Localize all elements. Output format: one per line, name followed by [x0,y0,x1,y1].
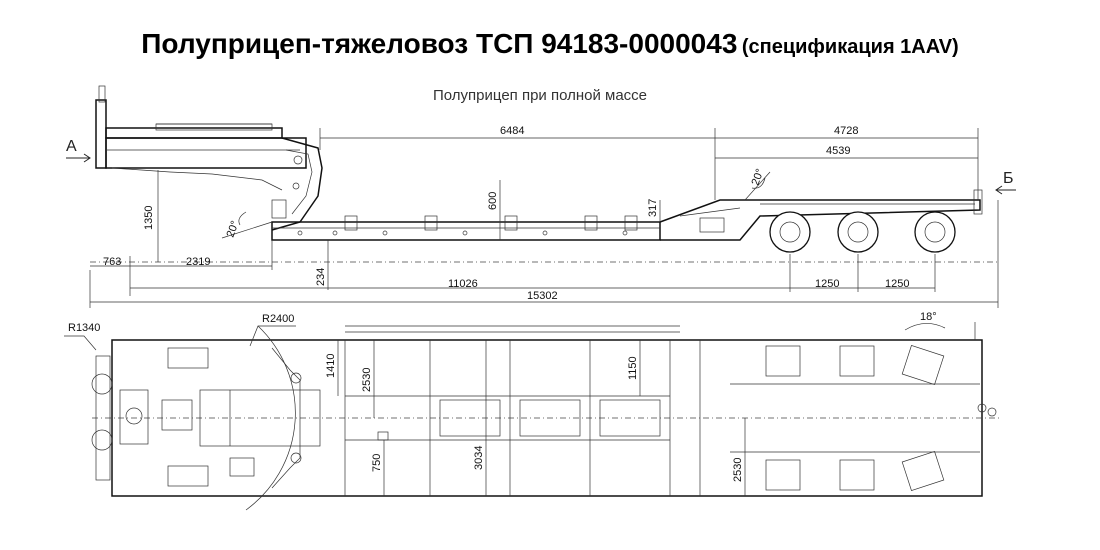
side-view-caption: Полуприцеп при полной массе [433,87,647,104]
dim-4728: 4728 [834,125,858,137]
view-b-arrow [995,185,1016,195]
wheel-1 [769,211,811,253]
gooseneck-post [95,99,107,169]
angle-18: 18° [920,311,937,323]
dim-15302: 15302 [527,290,558,302]
gooseneck-top [91,347,321,489]
dim-r2400: R2400 [262,313,294,325]
angle-20-rear: 20° [750,167,767,187]
dim-2530-a: 2530 [361,368,373,392]
dim-763: 763 [103,256,121,268]
dim-1350: 1350 [143,206,155,230]
dim-r1340: R1340 [68,322,100,334]
side-view: Полуприцеп при полной массе А Б [66,85,1016,308]
dim-2319: 2319 [186,256,210,268]
dim-1150: 1150 [627,356,639,380]
angle-20-front: 20° [225,219,242,239]
dim-2530-b: 2530 [732,458,744,482]
dim-234: 234 [315,268,327,286]
wheel-3 [914,211,956,253]
dim-1250-b: 1250 [885,278,909,290]
dim-600: 600 [487,192,499,210]
dim-317: 317 [647,199,659,217]
wheel-2 [837,211,879,253]
top-outline [111,339,983,497]
gooseneck-cap [98,85,106,103]
rear-section [659,189,983,253]
dim-6484: 6484 [500,125,524,137]
title-spec: (спецификация 1AAV) [741,36,959,58]
rear-axles-top [699,322,997,496]
rear-frame [659,199,981,241]
deck-crossmembers [344,325,680,496]
top-view: R1340 R2400 [64,311,1000,511]
dim-1410: 1410 [325,354,337,378]
dim-1250-a: 1250 [815,278,839,290]
dim-750: 750 [371,454,383,472]
dim-4539: 4539 [826,145,850,157]
view-b-label: Б [1003,170,1014,187]
drawing-title: Полуприцеп-тяжеловоз ТСП 94183-0000043 (… [0,28,1100,60]
gooseneck [95,85,323,231]
view-a-label: А [66,138,77,155]
low-deck [271,215,661,241]
title-main: Полуприцеп-тяжеловоз ТСП 94183-0000043 [141,28,738,59]
top-dimensions: 6484 4728 4539 [319,125,979,200]
dim-11026: 11026 [448,278,478,290]
dim-3034: 3034 [473,446,485,470]
view-a-arrow [66,153,91,163]
